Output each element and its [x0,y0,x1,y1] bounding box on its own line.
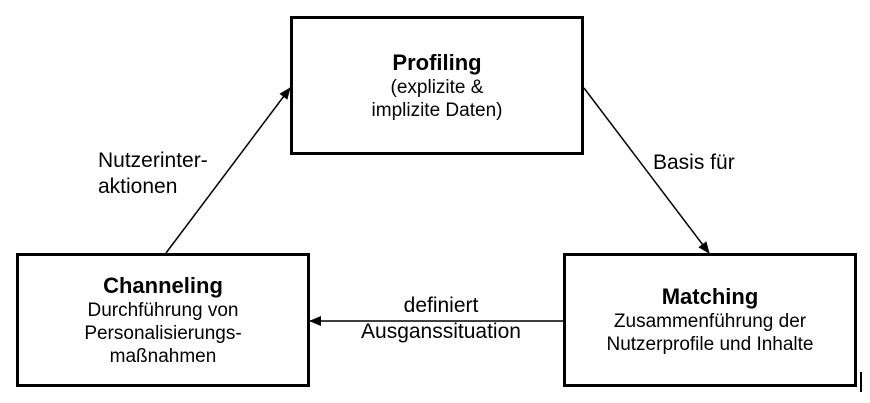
arrow-channeling-to-profiling [165,87,291,254]
edge-label-basis-fuer: Basis für [653,150,735,176]
channeling-node: Channeling Durchführung von Personalisie… [16,253,310,387]
edge-label-left-line-1: Nutzerinter- [98,149,208,172]
matching-title: Matching [661,284,759,309]
profiling-title: Profiling [392,49,482,75]
corner-tick-mark [860,372,862,392]
matching-line-1: Zusammenführung der [613,311,807,332]
edge-label-left-line-2: aktionen [98,175,178,198]
arrow-profiling-to-matching [583,87,710,254]
profiling-node: Profiling (explizite & implizite Daten) [290,16,584,155]
channeling-line-2: Personalisierungs- [84,322,242,344]
channeling-line-3: maßnahmen [109,345,217,367]
channeling-title: Channeling [103,272,223,298]
channeling-line-1: Durchführung von [87,299,239,321]
profiling-line-1: (explizite & [390,76,484,98]
edge-label-bottom-line-2: Ausganssituation [361,320,521,343]
edge-label-right-line-1: Basis für [653,151,735,174]
matching-node: Matching Zusammenführung der Nutzerprofi… [563,253,857,387]
edge-label-ausgangssituation: definiert Ausganssituation [343,293,539,345]
edge-label-nutzerinteraktionen: Nutzerinter- aktionen [98,148,208,200]
edge-label-bottom-line-1: definiert [403,294,479,317]
profiling-line-2: implizite Daten) [371,99,503,121]
matching-line-2: Nutzerprofile und Inhalte [606,334,814,355]
